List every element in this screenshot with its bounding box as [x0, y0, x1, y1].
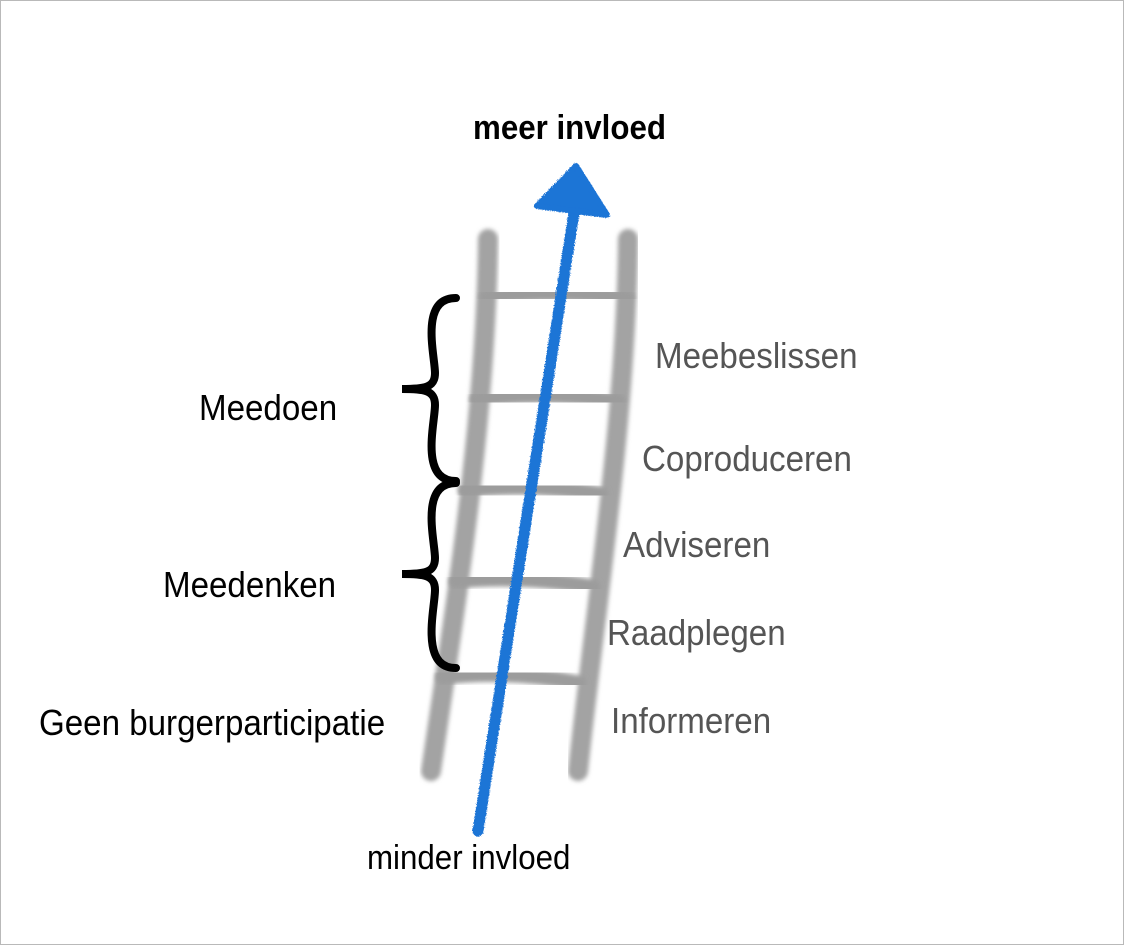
group-label-meedenken: Meedenken [163, 564, 337, 605]
rung-label-informeren: Informeren [611, 700, 772, 741]
ladder-left-rail [421, 229, 498, 781]
more-influence-label: meer invloed [473, 109, 666, 147]
less-influence-label: minder invloed [367, 839, 571, 877]
ladder-right-rail [568, 229, 638, 781]
influence-arrow [472, 163, 610, 837]
brace-meedoen [401, 294, 460, 485]
arrow-shaft [472, 200, 581, 837]
group-label-geen-burgerparticipatie: Geen burgerparticipatie [39, 702, 386, 743]
rung-label-adviseren: Adviseren [623, 524, 771, 565]
arrow-head [534, 163, 610, 218]
ladder-rung-4 [448, 571, 601, 595]
rung-label-meebeslissen: Meebeslissen [655, 335, 858, 376]
rung-label-coproduceren: Coproduceren [642, 438, 852, 479]
ladder-rung-5 [435, 667, 587, 691]
braces [401, 294, 460, 672]
rung-label-raadplegen: Raadplegen [607, 612, 786, 653]
brace-meedenken [401, 479, 460, 672]
group-label-meedoen: Meedoen [199, 387, 338, 428]
